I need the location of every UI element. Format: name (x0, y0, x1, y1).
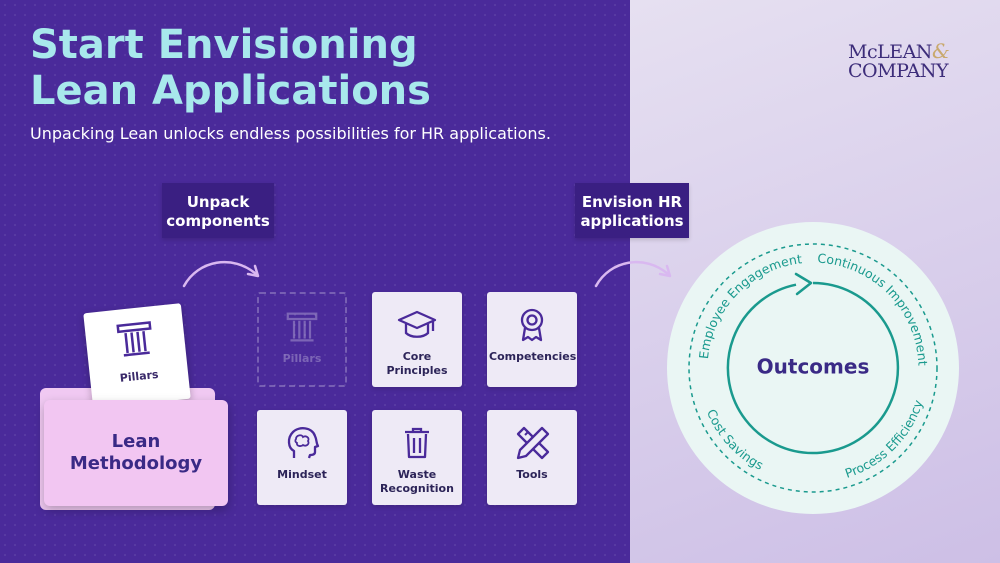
envision-label-line-1: Envision HR (581, 193, 683, 211)
component-label: Tools (516, 468, 548, 481)
cycle-arrow-head-icon (794, 272, 813, 296)
head-brain-icon (284, 426, 320, 460)
component-card-core-principles: Core Principles (372, 292, 462, 387)
outcomes-center-label: Outcomes (757, 355, 870, 379)
page-title: Start Envisioning Lean Applications (30, 22, 590, 114)
component-label: Competencies (489, 350, 577, 363)
logo-line-2: COMPANY (848, 60, 949, 82)
title-line-2: Lean Applications (30, 68, 431, 114)
graduation-cap-icon (397, 308, 437, 342)
envision-hr-applications-label: Envision HR applications (575, 183, 689, 238)
logo-line-1: McLEAN& (848, 39, 950, 63)
component-label: Mindset (277, 468, 327, 481)
lean-methodology-folder: Lean Methodology (44, 400, 228, 506)
unpack-label-line-2: components (166, 212, 270, 230)
component-card-competencies: Competencies (487, 292, 577, 387)
trash-can-icon (402, 426, 432, 460)
component-label: Waste Recognition (380, 468, 454, 495)
envision-arrow-icon (594, 260, 672, 288)
envision-label-line-2: applications (580, 212, 684, 230)
unpack-arrow-icon (182, 260, 260, 288)
component-label: Core Principles (386, 350, 448, 377)
component-label: Pillars (282, 352, 322, 365)
component-card-tools: Tools (487, 410, 577, 505)
component-card-pillars: Pillars (257, 292, 347, 387)
unpack-components-label: Unpack components (162, 183, 274, 238)
folder-card-label: Pillars (119, 367, 160, 385)
folder-label-line-1: Lean (111, 431, 161, 452)
company-logo: McLEAN& COMPANY (848, 39, 978, 82)
component-card-mindset: Mindset (257, 410, 347, 505)
ruler-pencil-icon (514, 426, 550, 460)
page-subtitle: Unpacking Lean unlocks endless possibili… (30, 124, 551, 143)
pillar-icon (286, 310, 318, 344)
unpack-label-line-1: Unpack (186, 193, 250, 211)
title-line-1: Start Envisioning (30, 22, 418, 68)
folder-label-line-2: Methodology (69, 453, 203, 474)
award-ribbon-icon (517, 308, 547, 342)
cycle-arrow-icon (726, 281, 900, 455)
logo-ampersand: & (931, 39, 950, 63)
outcomes-dashed-ring (688, 243, 938, 493)
outcomes-outer-circle (667, 222, 959, 514)
pillar-icon (85, 317, 186, 365)
outcomes-diagram: Outcomes Employee Engagement Continuous … (667, 222, 959, 514)
component-card-waste-recognition: Waste Recognition (372, 410, 462, 505)
folder-pillars-card: Pillars (83, 303, 191, 409)
